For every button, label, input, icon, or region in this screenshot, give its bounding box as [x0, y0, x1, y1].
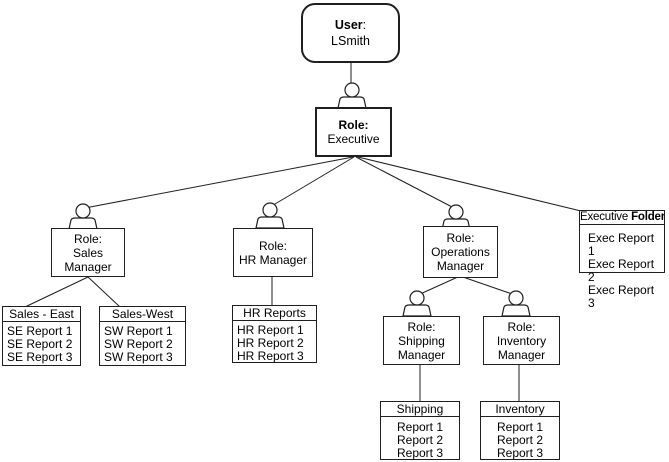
report-item: SW Report 3: [104, 350, 173, 364]
node-user: User: LSmith: [301, 3, 400, 63]
report-item: Report 3: [396, 446, 444, 460]
connector-line: [84, 156, 354, 209]
report-item: SE Report 2: [7, 337, 73, 351]
role-prefix: Role:: [338, 118, 369, 132]
connector-line: [417, 275, 461, 296]
person-icon: [255, 202, 285, 229]
connector-line: [269, 156, 355, 208]
folder-items: Report 1 Report 2 Report 3: [481, 417, 559, 460]
folder-title-bold: Folder: [631, 211, 664, 223]
node-role-executive: Role: Executive: [315, 107, 392, 157]
folder-inventory: Inventory Report 1 Report 2 Report 3: [480, 401, 560, 460]
folder-shipping: Shipping Report 1 Report 2 Report 3: [380, 401, 460, 460]
folder-items: SW Report 1 SW Report 2 SW Report 3: [100, 322, 185, 364]
node-role-sales-manager: Role: Sales Manager: [51, 228, 125, 277]
user-colon: :: [362, 18, 367, 32]
role-name: Operations Manager: [431, 245, 490, 273]
folder-title: HR Reports: [233, 306, 316, 321]
connector-line: [87, 276, 121, 308]
report-item: SE Report 3: [7, 350, 73, 364]
report-item: Report 3: [496, 446, 544, 460]
report-item: HR Report 1: [237, 323, 304, 337]
connector-line: [459, 275, 516, 296]
connector-line: [355, 156, 457, 210]
connector-line: [357, 156, 582, 212]
report-item: Exec Report 2: [588, 257, 655, 284]
report-item: Exec Report 3: [588, 283, 655, 310]
person-icon: [337, 82, 367, 109]
node-role-shipping-manager: Role: Shipping Manager: [383, 316, 460, 365]
role-prefix: Role:: [507, 319, 536, 334]
user-title: User:: [335, 17, 366, 33]
person-icon: [501, 290, 531, 317]
folder-sales-east: Sales - East SE Report 1 SE Report 2 SE …: [2, 306, 81, 366]
report-item: Exec Report 1: [588, 231, 655, 258]
role-prefix: Role:: [73, 231, 102, 246]
report-item: SE Report 1: [7, 324, 73, 338]
person-icon: [402, 290, 432, 317]
report-item: Report 2: [496, 433, 544, 447]
role-name: HR Manager: [238, 252, 308, 267]
person-icon: [68, 203, 98, 230]
role-name: Sales Manager: [64, 245, 112, 274]
folder-sales-west: Sales-West SW Report 1 SW Report 2 SW Re…: [99, 306, 186, 366]
user-label: User: [334, 18, 363, 32]
folder-title: Shipping: [381, 402, 459, 417]
report-item: HR Report 3: [237, 349, 304, 363]
folder-items: Exec Report 1 Exec Report 2 Exec Report …: [580, 225, 664, 310]
folder-title: Sales - East: [3, 307, 80, 322]
folder-hr-reports: HR Reports HR Report 1 HR Report 2 HR Re…: [232, 305, 317, 363]
folder-items: SE Report 1 SE Report 2 SE Report 3: [3, 322, 80, 364]
role-name: Shipping Manager: [397, 333, 446, 362]
user-name: LSmith: [331, 34, 370, 48]
role-name: Inventory Manager: [496, 333, 547, 362]
node-role-inventory-manager: Role: Inventory Manager: [483, 316, 560, 365]
report-item: Report 1: [496, 420, 544, 434]
report-item: Report 2: [396, 433, 444, 447]
report-item: SW Report 1: [104, 324, 173, 338]
folder-title-prefix: Executive: [580, 211, 629, 223]
connector-line: [24, 276, 89, 308]
report-item: HR Report 2: [237, 336, 304, 350]
report-item: SW Report 2: [104, 337, 173, 351]
role-prefix: Role:: [407, 319, 436, 334]
role-prefix: Role:: [258, 238, 287, 253]
folder-title: Inventory: [481, 402, 559, 417]
role-prefix: Role:: [446, 231, 475, 245]
role-name: Executive: [327, 132, 380, 146]
folder-items: Report 1 Report 2 Report 3: [381, 417, 459, 460]
node-role-operations-manager: Role: Operations Manager: [423, 226, 498, 278]
folder-items: HR Report 1 HR Report 2 HR Report 3: [233, 321, 316, 363]
report-item: Report 1: [396, 420, 444, 434]
node-role-hr-manager: Role: HR Manager: [233, 228, 313, 277]
folder-title: Sales-West: [100, 307, 185, 322]
